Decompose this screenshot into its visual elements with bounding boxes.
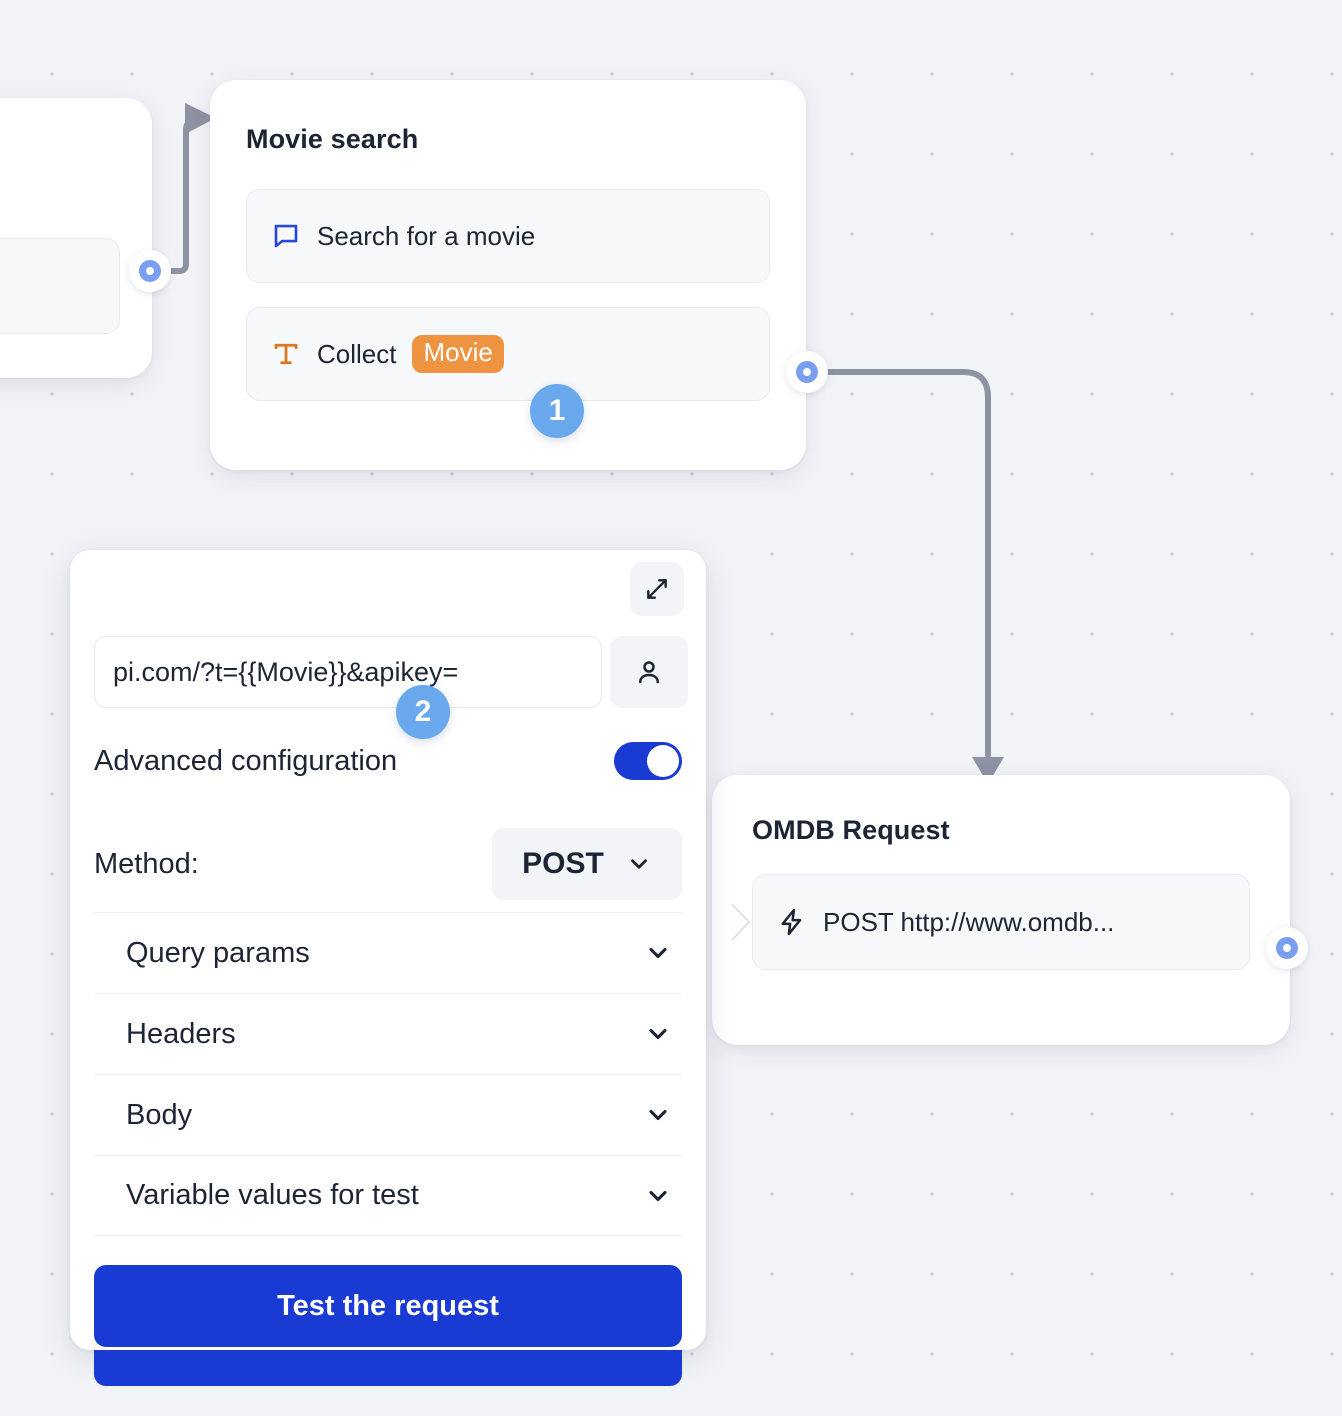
- chevron-down-icon: [649, 947, 667, 959]
- node-card-movie-search[interactable]: Movie search Search for a movie: [210, 80, 806, 470]
- accordion-item-body[interactable]: Body: [94, 1074, 682, 1155]
- method-label: Method:: [94, 847, 199, 880]
- node-row-search-for-a-movie[interactable]: Search for a movie: [246, 189, 770, 283]
- method-row: Method: POST: [94, 828, 682, 900]
- advanced-configuration-label: Advanced configuration: [94, 744, 398, 777]
- node-output-port-movie-search[interactable]: [786, 351, 828, 393]
- request-config-panel[interactable]: Advanced configuration Method: POST Quer…: [70, 550, 706, 1350]
- accordion-item-headers[interactable]: Headers: [94, 993, 682, 1074]
- node-title-omdb-request: OMDB Request: [752, 815, 950, 845]
- chevron-down-icon: [649, 1190, 667, 1201]
- node-row-post-request[interactable]: POST http://www.omdb...: [731, 874, 1250, 970]
- test-button-overflow[interactable]: [94, 1350, 682, 1386]
- lightning-bolt-icon: [777, 907, 807, 937]
- node-card-previous[interactable]: [0, 98, 152, 378]
- accordion-item-query-params[interactable]: Query params: [94, 912, 682, 993]
- node-title-movie-search: Movie search: [246, 124, 419, 154]
- test-the-request-button[interactable]: Test the request: [94, 1265, 682, 1347]
- accordion-item-variable-values-for-test[interactable]: Variable values for test: [94, 1155, 682, 1236]
- url-row[interactable]: [94, 636, 688, 708]
- request-accordion: Query params Headers Body Variable value…: [94, 912, 682, 1236]
- chat-bubble-icon: [271, 221, 301, 251]
- chevron-down-icon: [630, 859, 647, 869]
- node-card-omdb-request[interactable]: OMDB Request POST http://www.omdb...: [712, 775, 1290, 1045]
- node-row-label: Collect: [317, 338, 397, 369]
- method-select-value: POST: [522, 847, 604, 880]
- accordion-label: Query params: [126, 936, 310, 969]
- step-badge-2: 2: [396, 685, 450, 739]
- advanced-configuration-row[interactable]: Advanced configuration: [94, 742, 682, 780]
- accordion-label: Headers: [126, 1017, 236, 1050]
- node-output-port-omdb-request[interactable]: [1266, 927, 1308, 969]
- node-row-label: Search for a movie: [317, 220, 536, 251]
- node-output-port-previous[interactable]: [129, 250, 171, 292]
- accordion-label: Variable values for test: [126, 1179, 419, 1211]
- expand-diagonal-icon[interactable]: [630, 562, 684, 616]
- accordion-label: Body: [126, 1098, 193, 1131]
- edge-movie-to-omdb: [825, 369, 991, 758]
- request-url-input[interactable]: [94, 636, 602, 708]
- person-icon[interactable]: [610, 636, 688, 708]
- node-row-collect-movie[interactable]: Collect Movie: [246, 307, 770, 401]
- variable-tag-movie[interactable]: Movie: [412, 335, 504, 373]
- node-row-label: POST http://www.omdb...: [823, 906, 1115, 937]
- text-type-icon: [271, 339, 301, 369]
- chevron-right-nub-icon: [731, 903, 751, 941]
- step-badge-1: 1: [530, 384, 584, 438]
- advanced-configuration-toggle[interactable]: [614, 742, 682, 780]
- node-row[interactable]: [0, 238, 120, 334]
- edge-prev-to-movie: [169, 117, 206, 274]
- chevron-down-icon: [649, 1028, 667, 1040]
- chevron-down-icon: [649, 1109, 667, 1121]
- method-select[interactable]: POST: [492, 828, 682, 900]
